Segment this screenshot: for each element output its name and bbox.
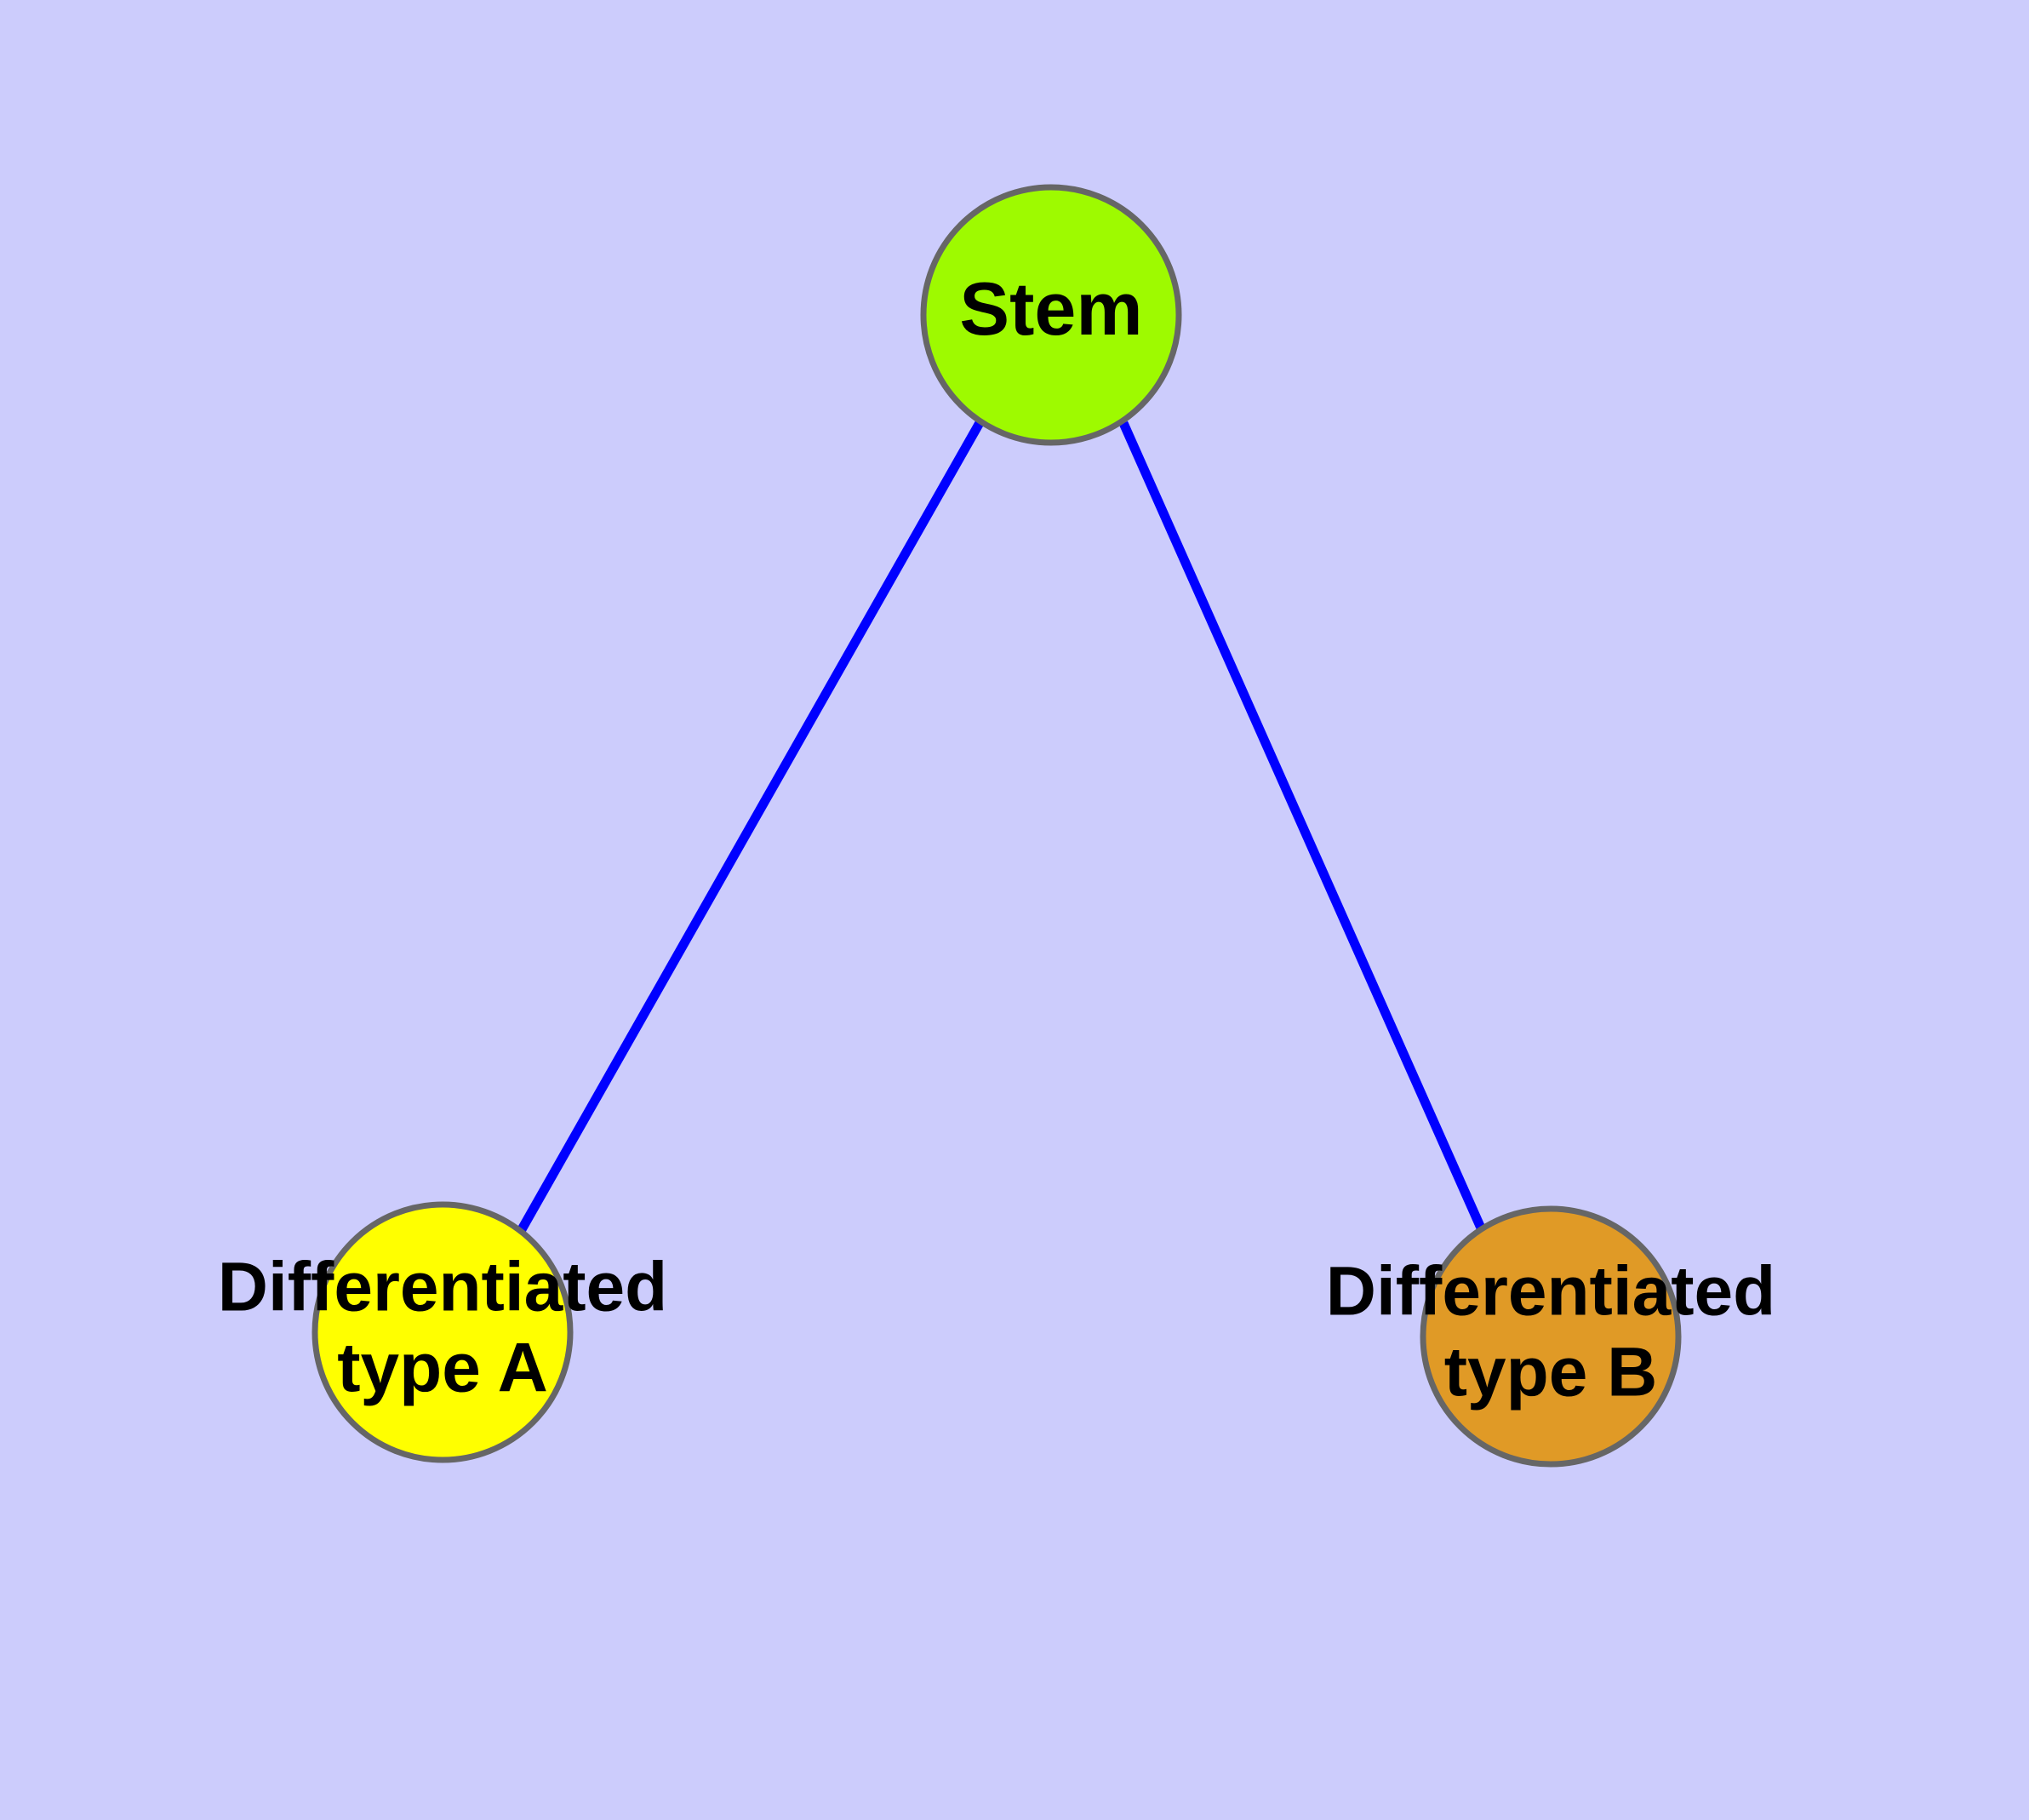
node-label-line: Stem [959, 266, 1142, 351]
edge-layer [517, 419, 1488, 1234]
node-label-line: Differentiated [1326, 1252, 1776, 1330]
node-label-line: Differentiated [218, 1248, 668, 1325]
node-label-line: type B [1444, 1333, 1658, 1411]
node-stem[interactable]: Stem [920, 184, 1182, 446]
node-differentiated-type-b-circle[interactable] [1420, 1205, 1682, 1468]
node-stem-circle[interactable] [920, 184, 1182, 446]
node-stem-label: Stem [959, 266, 1142, 351]
node-differentiated-type-a-circle[interactable] [311, 1201, 574, 1463]
edge-stem-to-differentiated-type-a[interactable] [517, 419, 985, 1233]
edge-stem-to-differentiated-type-b[interactable] [1118, 421, 1488, 1234]
node-label-line: type A [337, 1329, 548, 1406]
